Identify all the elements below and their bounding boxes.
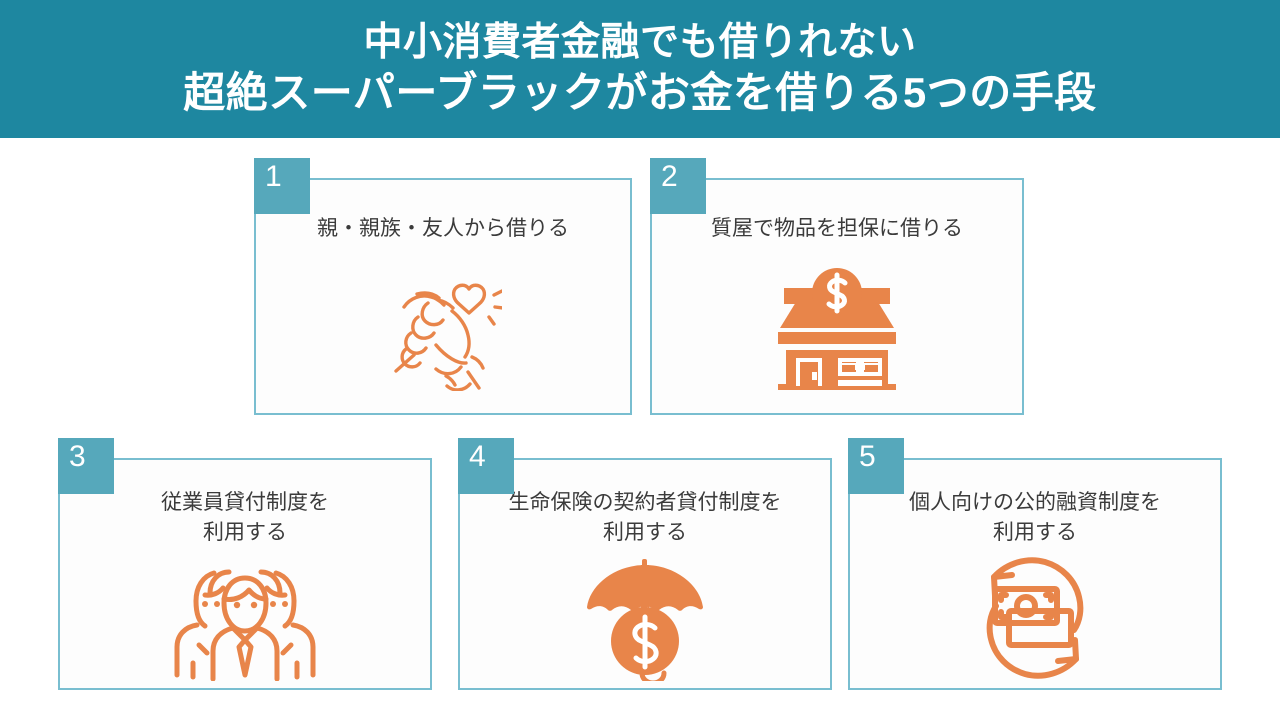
method-card-4-icon-wrap bbox=[460, 548, 830, 688]
method-card-5-number-badge: 5 bbox=[848, 438, 904, 494]
header-title-line-1: 中小消費者金融でも借りれない bbox=[363, 21, 917, 65]
helping-hands-heart-icon bbox=[394, 283, 502, 392]
method-card-3-icon-wrap bbox=[60, 548, 430, 688]
method-card-3: 従業員貸付制度を 利用する bbox=[58, 458, 432, 690]
method-card-1-icon-wrap bbox=[256, 244, 630, 413]
method-card-5: 個人向けの公的融資制度を 利用する bbox=[848, 458, 1222, 690]
money-refresh-cycle-icon bbox=[986, 557, 1084, 679]
method-card-3-number: 3 bbox=[69, 440, 86, 473]
method-card-3-number-badge: 3 bbox=[58, 438, 114, 494]
method-card-1-number: 1 bbox=[265, 160, 282, 193]
method-card-5-icon-wrap bbox=[850, 548, 1220, 688]
method-card-1: 親・親族・友人から借りる bbox=[254, 178, 632, 415]
method-card-2-icon-wrap bbox=[652, 244, 1022, 413]
header-banner: 中小消費者金融でも借りれない 超絶スーパーブラックがお金を借りる5つの手段 bbox=[0, 0, 1280, 138]
method-card-4-number-badge: 4 bbox=[458, 438, 514, 494]
method-card-1-title: 親・親族・友人から借りる bbox=[317, 217, 569, 240]
method-card-4: 生命保険の契約者貸付制度を 利用する bbox=[458, 458, 832, 690]
method-card-3-title: 従業員貸付制度を 利用する bbox=[161, 491, 329, 544]
pawnshop-store-icon bbox=[778, 268, 896, 391]
method-card-2-title: 質屋で物品を担保に借りる bbox=[711, 217, 963, 240]
method-card-4-number: 4 bbox=[469, 440, 486, 473]
method-card-2: 質屋で物品を担保に借りる bbox=[650, 178, 1024, 415]
method-card-2-number-badge: 2 bbox=[650, 158, 706, 214]
method-card-2-number: 2 bbox=[661, 160, 678, 193]
header-title-line-2: 超絶スーパーブラックがお金を借りる5つの手段 bbox=[183, 69, 1097, 117]
method-card-5-title: 個人向けの公的融資制度を 利用する bbox=[909, 491, 1161, 544]
umbrella-coin-insurance-icon bbox=[587, 558, 703, 681]
method-card-5-number: 5 bbox=[859, 440, 876, 473]
employees-group-icon bbox=[174, 569, 316, 681]
method-card-4-title: 生命保険の契約者貸付制度を 利用する bbox=[508, 491, 782, 544]
method-card-1-number-badge: 1 bbox=[254, 158, 310, 214]
